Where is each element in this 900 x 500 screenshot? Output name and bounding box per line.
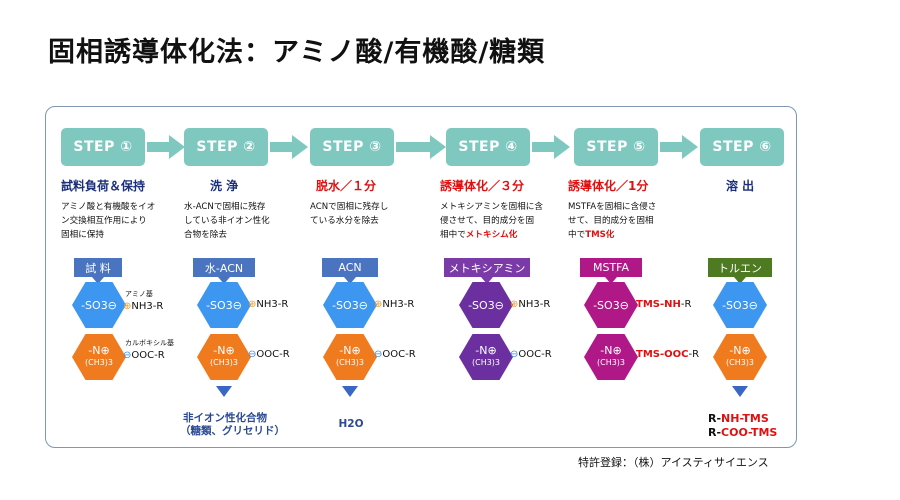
step-2-box: STEP ②: [184, 128, 268, 166]
step-6-column: STEP ⑥ 溶 出 トルエン -SO3⊖ -N⊕(CH3)3 R-NH-TMS…: [686, 128, 816, 446]
eluted-products-label: R-NH-TMS R-COO-TMS: [708, 412, 778, 439]
reagent-tag: MSTFA: [580, 258, 642, 277]
reagent-tag: トルエン: [708, 258, 772, 277]
step-3-description: ACNで固相に残存している水分を除去: [310, 202, 389, 226]
step-1-box: STEP ①: [61, 128, 145, 166]
reagent-tag: 試 料: [74, 258, 122, 277]
sulfonate-hexagon: -SO3⊖: [72, 282, 126, 328]
ammonium-hexagon: -N⊕(CH3)3: [713, 334, 767, 380]
removed-water-label: H2O: [338, 418, 364, 430]
reagent-tag: ACN: [322, 258, 378, 277]
reagent-tag: メトキシアミン: [444, 258, 530, 277]
elution-arrow-icon: [342, 386, 358, 397]
page-title: 固相誘導体化法：アミノ酸/有機酸/糖類: [48, 37, 546, 68]
step-4-description: メトキシアミンを固相に含侵させて、目的成分を固 相中でメトキシム化: [440, 202, 543, 240]
step-2-heading: 洗 浄: [210, 179, 239, 193]
sulfonate-hexagon: -SO3⊖: [459, 282, 513, 328]
step-5-column: STEP ⑤ 誘導体化／1分 MSTFAを固相に含侵させて、目的成分を固相 中で…: [560, 128, 699, 446]
process-frame: [45, 106, 797, 448]
sulfonate-hexagon: -SO3⊖: [584, 282, 638, 328]
right-arrow-icon: [396, 135, 446, 159]
step-1-column: STEP ① 試料負荷＆保持 アミノ酸と有機酸をイオン交換相互作用により固相に保…: [47, 128, 185, 446]
step-3-column: STEP ③ 脱水／１分 ACNで固相に残存している水分を除去 ACN -SO3…: [296, 128, 446, 446]
sulfonate-hexagon: -SO3⊖: [323, 282, 377, 328]
right-arrow-icon: [147, 135, 185, 159]
step-5-box: STEP ⑤: [574, 128, 658, 166]
tag-pointer-icon: [605, 277, 617, 284]
bound-carboxylate-label: ⊖OOC-R: [510, 349, 552, 360]
step-3-box: STEP ③: [310, 128, 394, 166]
tag-pointer-icon: [734, 277, 746, 284]
sulfonate-hexagon: -SO3⊖: [197, 282, 251, 328]
elution-arrow-icon: [732, 386, 748, 397]
right-arrow-icon: [270, 135, 308, 159]
step-2-description: 水-ACNで固相に残存している非イオン性化合物を除去: [184, 202, 270, 240]
ammonium-hexagon: -N⊕(CH3)3: [72, 334, 126, 380]
ammonium-hexagon: -N⊕(CH3)3: [197, 334, 251, 380]
ammonium-hexagon: -N⊕(CH3)3: [584, 334, 638, 380]
bound-carboxylate-label: ⊖OOC-R: [248, 349, 290, 360]
step-6-heading: 溶 出: [726, 179, 755, 193]
reagent-tag: 水-ACN: [193, 258, 255, 277]
tms-amine-label: TMS-NH-R: [636, 299, 692, 310]
tag-pointer-icon: [218, 277, 230, 284]
ammonium-hexagon: -N⊕(CH3)3: [459, 334, 513, 380]
bound-amine-label: ⊕NH3-R: [510, 299, 551, 310]
step-3-heading: 脱水／１分: [316, 179, 377, 193]
bound-carboxylate-label: ⊖OOC-R: [374, 349, 416, 360]
bound-carboxylate-label: ⊖OOC-R: [123, 350, 165, 361]
amino-group-note: アミノ基: [125, 290, 153, 298]
sulfonate-hexagon: -SO3⊖: [713, 282, 767, 328]
step-5-description: MSTFAを固相に含侵させて、目的成分を固相 中でTMS化: [568, 202, 657, 240]
bound-amine-label: ⊕NH3-R: [123, 301, 164, 312]
removed-compounds-label: 非イオン性化合物（糖類、グリセリド）: [180, 412, 285, 437]
step-1-description: アミノ酸と有機酸をイオン交換相互作用により固相に保持: [61, 202, 156, 240]
ammonium-hexagon: -N⊕(CH3)3: [323, 334, 377, 380]
carboxyl-group-note: カルボキシル基: [125, 339, 174, 347]
step-2-column: STEP ② 洗 浄 水-ACNで固相に残存している非イオン性化合物を除去 水-…: [170, 128, 308, 446]
bound-amine-label: ⊕NH3-R: [374, 299, 415, 310]
step-1-heading: 試料負荷＆保持: [61, 179, 146, 193]
right-arrow-icon: [660, 135, 698, 159]
step-4-heading: 誘導体化／３分: [440, 179, 525, 193]
step-4-box: STEP ④: [446, 128, 530, 166]
tag-pointer-icon: [92, 277, 104, 284]
step-4-column: STEP ④ 誘導体化／３分 メトキシアミンを固相に含侵させて、目的成分を固 相…: [432, 128, 570, 446]
tag-pointer-icon: [344, 277, 356, 284]
patent-note: 特許登録：（株）アイスティサイエンス: [578, 456, 769, 469]
tms-carboxyl-label: TMS-OOC-R: [636, 349, 700, 360]
step-5-heading: 誘導体化／1分: [568, 179, 649, 193]
step-6-box: STEP ⑥: [700, 128, 784, 166]
bound-amine-label: ⊕NH3-R: [248, 299, 289, 310]
right-arrow-icon: [532, 135, 570, 159]
tag-pointer-icon: [481, 277, 493, 284]
elution-arrow-icon: [216, 386, 232, 397]
